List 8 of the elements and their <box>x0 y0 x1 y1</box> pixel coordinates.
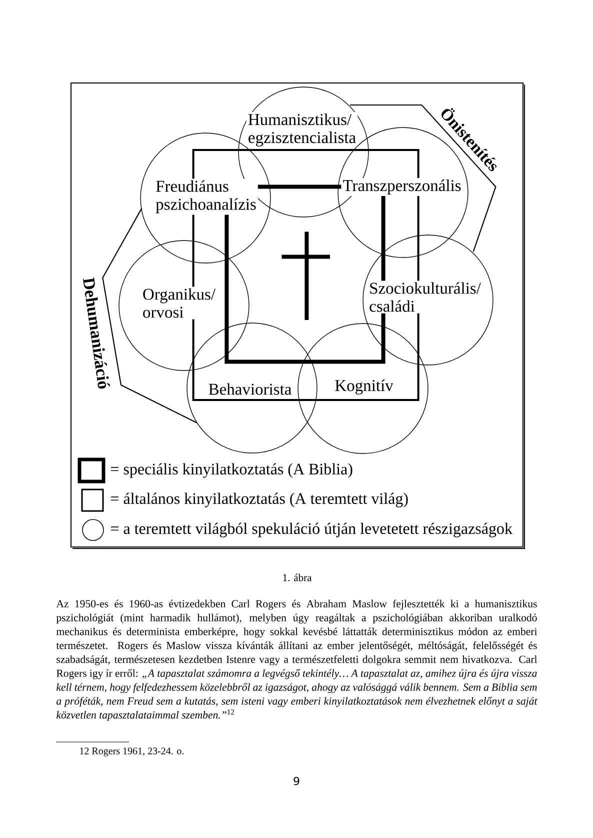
figure-caption: 1. ábra <box>283 574 312 582</box>
legend-text: = speciális kinyilatkoztatás (A Biblia) <box>111 463 352 478</box>
footnote-text: 12 Rogers 1961, 23-24. o. <box>80 748 184 756</box>
legend-text: = általános kinyilatkoztatás (A teremtett világ) <box>111 492 408 508</box>
body-paragraph: Az 1950-es és 1960-as évtizedekben Carl Rogers és Abraham Maslow fejlesztették ki a humanisztikus pszichológiát (mint harmadik hullámot), melyben úgy reagáltak a pszichológiában akkoriban uralkodó mechanikus és determinista emberképre, hogy sokkal kevésbé láttatták determinisztikus módon az emberi természetet. Rogers és Maslow vissza kívánták állítani az ember jelentőségét, méltóságát, felelősségét és szabadságát, természetesen kezdetben Istenre vagy a természetfeletti dolgokra semmit nem hivatkozva. Carl Rogers igy ír erről: „A tapasztalat számomra a legvégső tekintély… A tapasztalat az, amihez újra és újra vissza kell térnem, hogy felfedezhessem közelebbről az igazságot, ahogy az valósággá válik bennem. Sem a Biblia sem a próféták, nem Freud sem a kutatás, sem isteni vagy emberi kinyilatkoztatások nem élvezhetnek előnyt a saját közvetlen tapasztalataimmal szemben.”$^{12}$ <box>56 600 538 721</box>
bracket-label: Dehumanizáció <box>82 277 110 389</box>
page-number: 9 <box>294 776 300 786</box>
legend-text: = a teremtett világból spekuláció útján levetetett részigazságok <box>111 522 512 538</box>
